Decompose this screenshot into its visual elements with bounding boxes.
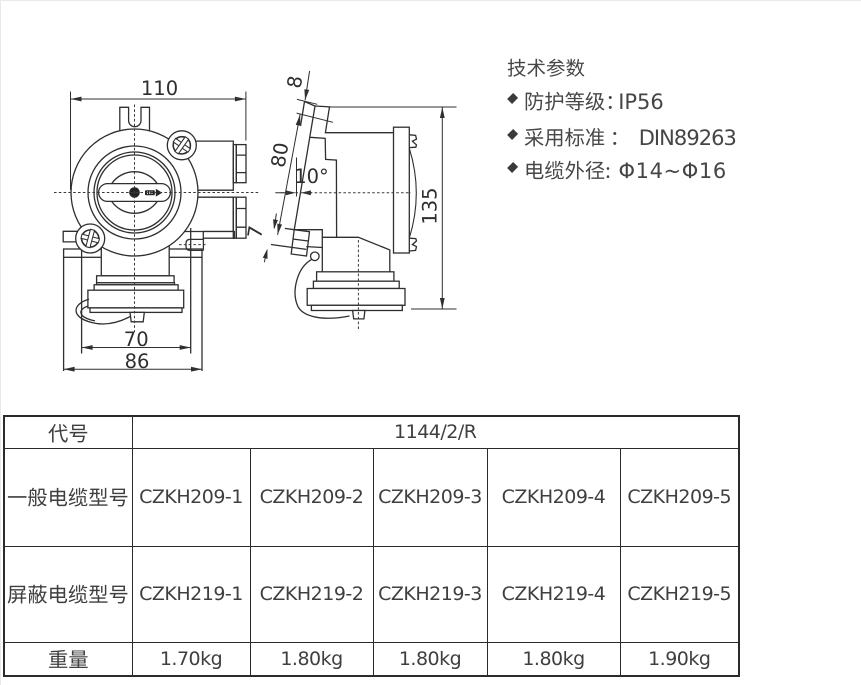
row-header-cjk (8, 488, 128, 507)
table-row-code: 代号 1144/2/R (3, 415, 740, 449)
table-cell: CZKH219-5 (619, 545, 740, 643)
dim-label-135: 135 (418, 187, 441, 224)
dim-label-110: 110 (141, 77, 178, 100)
spec-item-2: 采用标准 ：DIN89263 (506, 125, 737, 151)
dim-label-80: 80 (267, 141, 294, 169)
side-flange (392, 126, 418, 254)
dim-label-10deg: 10° (294, 165, 329, 188)
side-bottom-tab (270, 227, 311, 257)
spec-label-cjk (526, 160, 610, 180)
row-header-cjk (49, 650, 88, 669)
table-cell: CZKH209-2 (249, 447, 374, 547)
front-top-tab (119, 106, 151, 132)
side-socket-cap (306, 271, 406, 320)
table-cell: CZKH209-1 (131, 447, 251, 547)
table-cell: CZKH219-2 (249, 545, 374, 643)
table-cell-code-value: 1144/2/R (131, 415, 740, 449)
row-header: 一般电缆型号 (3, 447, 133, 547)
front-lanyard (75, 298, 132, 325)
screw-top-right (172, 135, 192, 155)
spec-item-3: 电缆外径:Φ14~Φ16 (506, 158, 727, 184)
row-header-cjk (7, 585, 128, 604)
table-row-general: 一般电缆型号 CZKH209-1CZKH209-2CZKH209-3CZKH20… (3, 447, 740, 547)
spec-table: 代号 1144/2/R 一般电缆型号 CZKH209-1CZKH209-2CZK… (3, 415, 741, 677)
table-cell: CZKH209-4 (486, 447, 621, 547)
row-header: 屏蔽电缆型号 (3, 545, 133, 643)
side-dimensions (262, 70, 457, 310)
table-cell: 1.80kg (372, 641, 488, 677)
title-cjk (507, 58, 585, 77)
dim-label-8: 8 (283, 74, 308, 90)
table-cell: 1.80kg (249, 641, 374, 677)
side-lanyard-wire (294, 259, 350, 319)
spec-label-cjk (524, 127, 617, 147)
row-header-cjk (48, 423, 88, 443)
diamond-bullet-icon (506, 162, 518, 174)
front-socket-cap (87, 275, 185, 323)
front-view (62, 106, 247, 371)
table-cell: CZKH209-5 (619, 447, 740, 547)
table-cell: 1.80kg (486, 641, 621, 677)
spec-label-cjk (525, 91, 612, 111)
spec-item-1: 防护等级：IP56 (506, 89, 664, 115)
table-cell: CZKH209-3 (372, 447, 488, 547)
side-lanyard-ring (309, 251, 320, 262)
table-cell: 1.70kg (131, 641, 251, 677)
diamond-bullet-icon (506, 129, 518, 141)
page-top-border (0, 0, 861, 1)
dim-label-7: 7 (243, 224, 268, 240)
front-dimensions (63, 91, 247, 372)
dim-arrows (63, 96, 246, 372)
page-left-border (0, 0, 1, 685)
front-junction-box (181, 140, 247, 239)
row-header: 代号 (3, 415, 133, 449)
table-row-shielded: 屏蔽电缆型号 CZKH219-1CZKH219-2CZKH219-3CZKH21… (3, 545, 740, 643)
table-cell: CZKH219-3 (372, 545, 488, 643)
screw-bottom-left (80, 228, 101, 249)
table-cell: CZKH219-4 (486, 545, 621, 643)
table-cell: CZKH219-1 (131, 545, 251, 643)
side-view (270, 100, 418, 320)
row-header: 重量 (3, 641, 133, 677)
table-cell: 1.90kg (619, 641, 740, 677)
dim-label-86: 86 (125, 350, 150, 373)
dim-label-70: 70 (124, 328, 149, 351)
spec-value: Φ14~Φ16 (618, 158, 727, 183)
side-body-outline (293, 100, 394, 272)
knob-dome-bottom (111, 201, 158, 214)
spec-value: DIN89263 (638, 125, 737, 150)
tech-params-title: 技术参数 (507, 58, 585, 83)
diamond-bullet-icon (506, 93, 518, 105)
centerlines (54, 104, 411, 332)
spec-value: IP56 (618, 89, 664, 114)
